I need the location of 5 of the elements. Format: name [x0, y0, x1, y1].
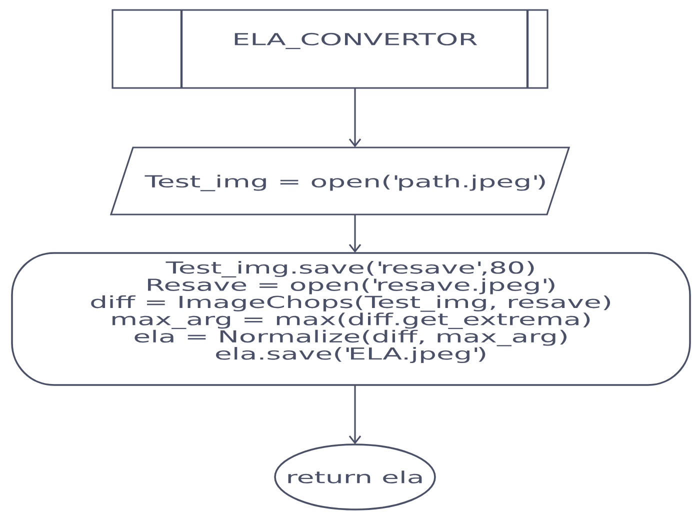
arrow: [348, 385, 362, 444]
process-box: Test_img.save('resave',80) Resave = open('resave.jpeg') diff = ImageChops(Test_img, resave) max_arg = max(diff.get_extrema) ela = Normalize(diff, max_arg) ela.save('ELA.jpeg'): [11, 252, 691, 386]
arrow: [348, 214, 362, 253]
subroutine-box: ELA_CONVERTOR: [112, 9, 548, 89]
arrow: [348, 88, 362, 148]
